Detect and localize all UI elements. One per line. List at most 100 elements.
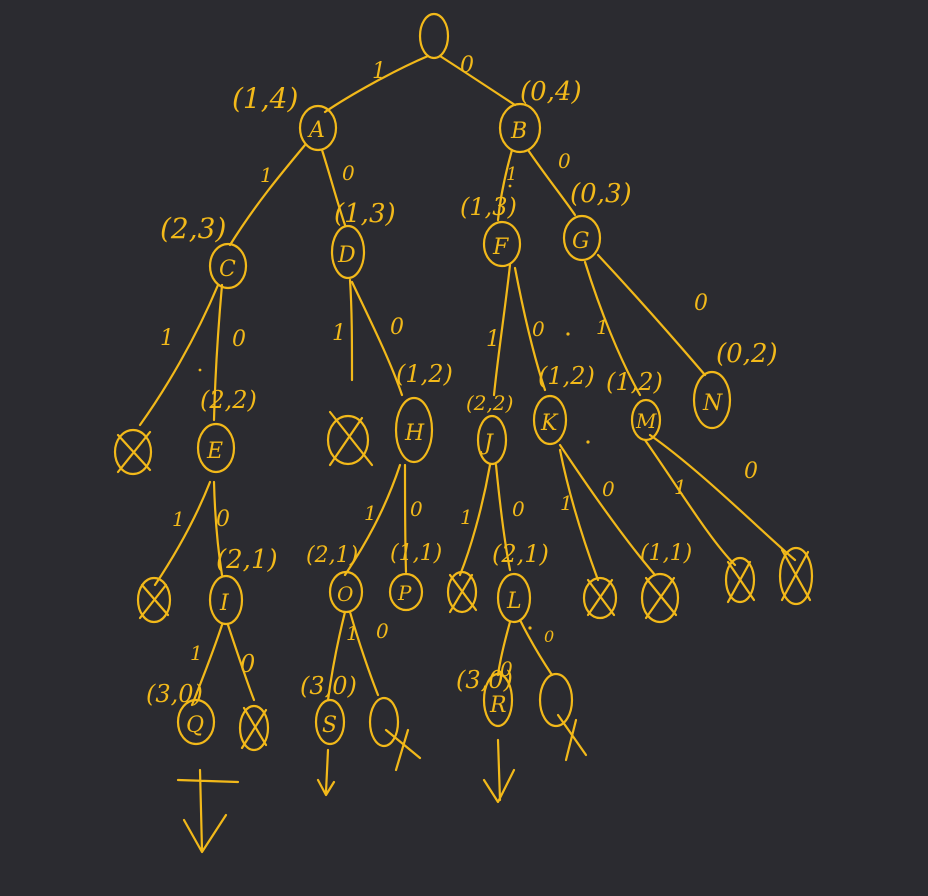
- edge-o-s: [326, 610, 347, 702]
- edge-label-zero: 0: [376, 619, 389, 643]
- edge-i-x9: [226, 623, 256, 702]
- edge-g-m: [583, 260, 642, 397]
- node-h: H: [394, 396, 434, 464]
- edge-g-n: [596, 253, 707, 377]
- node-b: B: [498, 102, 542, 154]
- tree-nodes: A B C D F G: [113, 102, 814, 772]
- edge-d-x2: [348, 278, 354, 382]
- edge-l-x11: [518, 618, 554, 677]
- pair-label-j: (2,2): [466, 391, 513, 415]
- node-crossed-3: [136, 576, 172, 624]
- state-pair-labels: (1,4) (0,4) (2,3) (1,3) (1,3) (0,3) (2,2…: [146, 77, 778, 708]
- edge-label-zero: 0: [460, 53, 474, 78]
- node-c: C: [208, 242, 248, 290]
- edge-b-g: [526, 148, 577, 217]
- pair-label-o: (2,1): [306, 543, 358, 568]
- node-k-label: K: [540, 411, 559, 436]
- node-crossed-5: [582, 576, 618, 620]
- node-p-label: P: [397, 581, 412, 605]
- edge-root-a: [323, 54, 430, 114]
- node-crossed-4: [446, 570, 478, 614]
- arrow-down-icon: [482, 738, 516, 804]
- node-g-label: G: [572, 229, 590, 254]
- node-r-label: R: [489, 693, 507, 718]
- pair-label-i: (2,1): [216, 545, 278, 575]
- edge-m-x8: [648, 433, 797, 562]
- pair-label-g: (0,3): [570, 179, 632, 209]
- edge-label-one: 1: [486, 327, 500, 352]
- edge-b-f: [496, 148, 514, 222]
- node-s-label: S: [322, 713, 337, 738]
- arrow-down-icon: [176, 768, 240, 854]
- edge-label-one: 1: [332, 321, 346, 346]
- pair-label-q: (3,0): [146, 680, 203, 708]
- edge-label-one: 1: [560, 491, 573, 515]
- edge-label-one: 1: [172, 507, 185, 531]
- node-k: K: [532, 394, 568, 446]
- node-f: F: [482, 220, 522, 268]
- pair-label-m: (1,2): [606, 368, 663, 396]
- pair-label-r: (3,0): [456, 666, 513, 694]
- node-e-label: E: [206, 439, 223, 464]
- edge-label-zero: 0: [602, 477, 615, 501]
- edge-c-x1: [138, 283, 220, 427]
- edge-label-zero: 0: [544, 627, 554, 646]
- edge-label-zero: 0: [558, 149, 571, 173]
- node-s: S: [314, 698, 346, 746]
- node-crossed-10: [368, 696, 422, 772]
- node-a-label: A: [307, 118, 325, 143]
- pair-label-k: (1,2): [538, 362, 595, 390]
- edge-label-zero: 0: [744, 459, 758, 484]
- edge-label-zero: 0: [240, 650, 255, 678]
- edge-label-one: 1: [190, 641, 203, 665]
- edge-root-b: [438, 54, 517, 107]
- pair-label-p: (1,1): [390, 541, 442, 566]
- edge-label-one: 1: [596, 315, 609, 339]
- node-j: J: [476, 414, 508, 466]
- edge-a-d: [320, 148, 347, 227]
- edge-label-zero: 0: [232, 327, 246, 352]
- edge-label-one: 1: [372, 59, 386, 84]
- node-crossed-6: [640, 572, 680, 624]
- node-crossed-9: [238, 704, 270, 752]
- node-i: I: [208, 574, 244, 626]
- edge-label-zero: 0: [342, 161, 355, 185]
- pair-label-a: (1,4): [232, 82, 298, 115]
- pair-label-f: (1,3): [460, 193, 517, 221]
- node-crossed-8: [778, 546, 814, 606]
- node-r: R: [482, 672, 514, 728]
- node-n-label: N: [702, 391, 723, 416]
- edge-k-x5: [558, 448, 600, 582]
- edge-label-zero: 0: [694, 291, 708, 316]
- node-crossed-7: [724, 556, 756, 604]
- edge-label-zero: 0: [532, 317, 545, 341]
- edge-label-one: 1: [364, 501, 377, 525]
- edge-m-x7: [643, 438, 737, 567]
- edge-j-x4: [458, 463, 492, 577]
- edge-i-q: [190, 623, 224, 707]
- edge-label-zero: 0: [500, 657, 513, 681]
- node-d-label: D: [337, 243, 356, 268]
- node-e: E: [196, 422, 236, 474]
- node-l-label: L: [506, 589, 522, 614]
- edge-c-e: [212, 283, 224, 422]
- down-arrows: [176, 738, 516, 854]
- pair-label-s: (3,0): [300, 672, 357, 700]
- arrow-down-icon: [316, 748, 336, 797]
- node-o: O: [328, 570, 364, 614]
- pair-label-x7: (1,1): [640, 541, 692, 566]
- edge-k-x6: [558, 443, 657, 577]
- edge-label-one: 1: [160, 326, 174, 351]
- pair-label-b: (0,4): [520, 77, 582, 107]
- node-q: Q: [176, 698, 216, 746]
- node-crossed-11: [538, 672, 588, 762]
- edge-h-o: [343, 463, 402, 577]
- edge-label-one: 1: [346, 621, 359, 645]
- node-a: A: [298, 104, 338, 152]
- edge-f-j: [492, 263, 512, 397]
- node-g: G: [562, 214, 602, 262]
- edge-d-h: [350, 280, 404, 397]
- tree-edges: [138, 54, 797, 707]
- node-h-label: H: [404, 421, 425, 446]
